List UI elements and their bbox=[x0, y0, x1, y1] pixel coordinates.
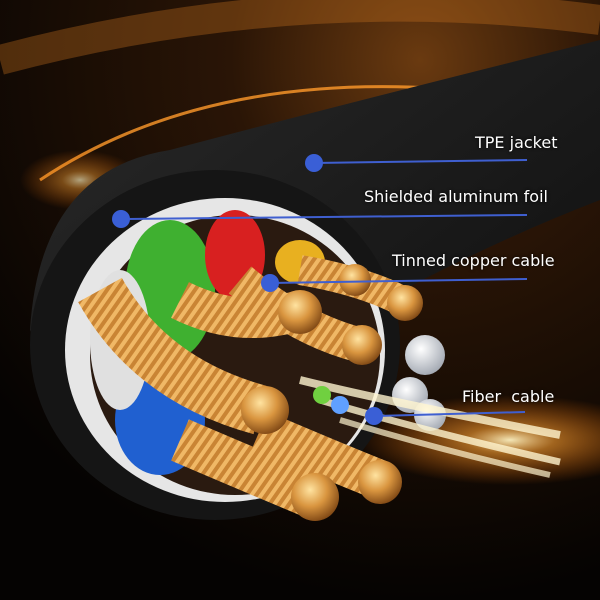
callout-dot bbox=[305, 154, 323, 172]
callout-dot bbox=[365, 407, 383, 425]
callout-tinned bbox=[261, 274, 528, 292]
callout-dot bbox=[112, 210, 130, 228]
label-tpe-jacket: TPE jacket bbox=[475, 133, 558, 152]
fiber-strands bbox=[299, 335, 561, 478]
callout-fiber bbox=[365, 407, 526, 425]
label-shielded-foil: Shielded aluminum foil bbox=[364, 187, 548, 206]
label-fiber-cable: Fiber cable bbox=[462, 387, 555, 406]
callout-dot bbox=[261, 274, 279, 292]
label-tinned-copper: Tinned copper cable bbox=[392, 251, 555, 270]
callout-foil bbox=[112, 210, 528, 228]
callout-tpe bbox=[305, 154, 528, 172]
